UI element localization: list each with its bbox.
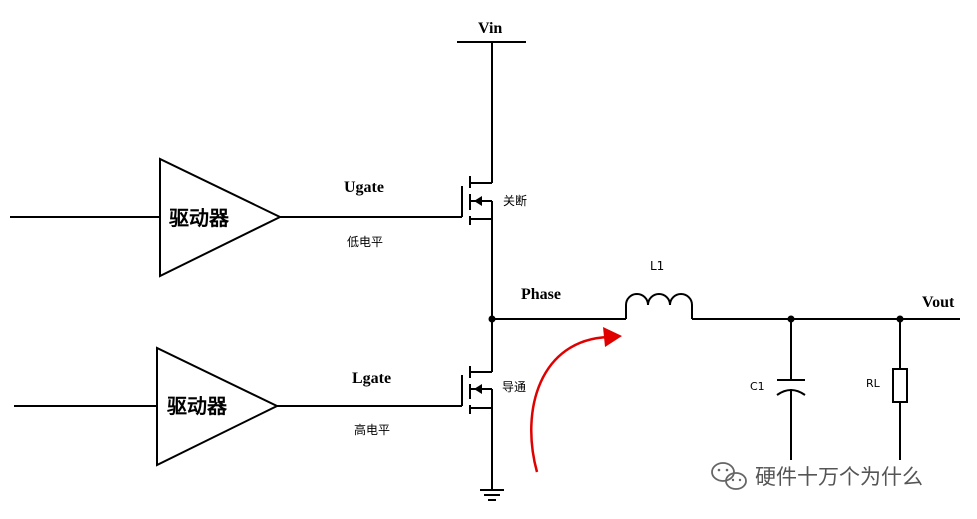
off-label: 关断 [503,193,527,208]
phase-label: Phase [521,286,561,303]
vin-label: Vin [478,20,502,37]
phase-node [488,219,626,372]
upper-mosfet [461,176,493,225]
load-resistor-rl [892,319,908,460]
inductor-l1 [625,293,960,320]
on-label: 导通 [502,380,526,394]
ground-symbol [480,489,504,501]
low-level-label: 低电平 [347,235,383,249]
lgate-label: Lgate [352,370,391,387]
capacitor-label: C1 [750,380,765,393]
lower-driver [14,346,462,467]
capacitor-c1 [776,319,806,460]
upper-driver [10,157,462,278]
upper-driver-label: 驱动器 [169,206,230,230]
high-level-label: 高电平 [354,422,390,437]
vin-rail [457,41,526,183]
inductor-label: L1 [650,259,664,273]
wechat-icon [711,462,747,490]
watermark-text: 硬件十万个为什么 [755,465,923,489]
vout-label: Vout [922,294,955,311]
current-flow-arrow [530,327,622,473]
load-label: RL [866,377,881,390]
lower-driver-label: 驱动器 [167,394,228,418]
ugate-label: Ugate [344,179,384,196]
lower-mosfet [461,366,493,490]
